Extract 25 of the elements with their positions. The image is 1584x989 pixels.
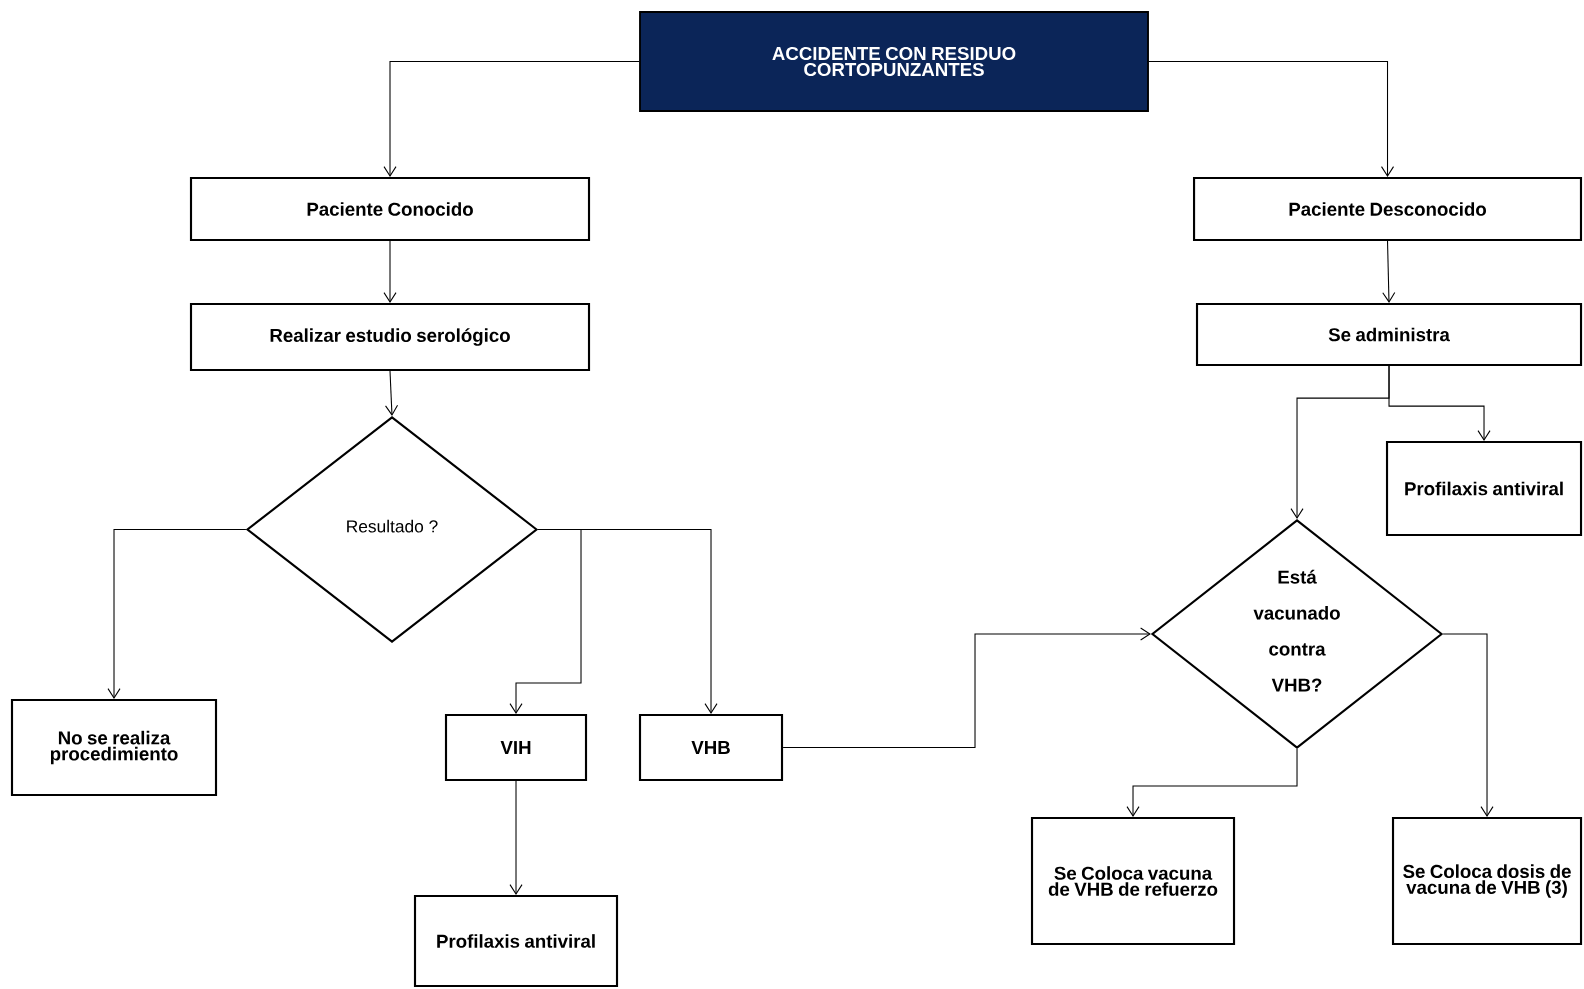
arrow <box>1148 60 1395 177</box>
arrow <box>1126 748 1298 817</box>
process-box: Profilaxis antiviral <box>1385 440 1583 537</box>
process-box: Realizar estudio serológico <box>189 302 591 372</box>
process-box: Paciente Desconocido <box>1193 176 1583 242</box>
arrow <box>1442 633 1494 817</box>
process-box: VHB <box>638 713 784 782</box>
arrow <box>383 240 397 303</box>
arrow <box>509 528 582 714</box>
arrow <box>107 528 247 699</box>
process-box: Se administra <box>1195 302 1583 367</box>
process-box: Paciente Conocido <box>189 176 591 242</box>
arrow <box>509 780 523 895</box>
process-box: Se Coloca dosis de vacuna de VHB (3) <box>1391 816 1583 946</box>
process-box: VIH <box>444 713 588 782</box>
process-box: Se Coloca vacuna de VHB de refuerzo <box>1030 816 1236 946</box>
arrow <box>1290 365 1390 519</box>
arrow <box>1382 240 1396 303</box>
arrow <box>782 627 1151 749</box>
process-box: No se realiza procedimiento <box>10 698 218 797</box>
title-box: ACCIDENTE CON RESIDUO CORTOPUNZANTES <box>639 11 1149 112</box>
arrow <box>537 528 718 714</box>
arrow <box>383 60 640 177</box>
arrow <box>385 370 399 416</box>
process-box: Profilaxis antiviral <box>413 894 619 988</box>
